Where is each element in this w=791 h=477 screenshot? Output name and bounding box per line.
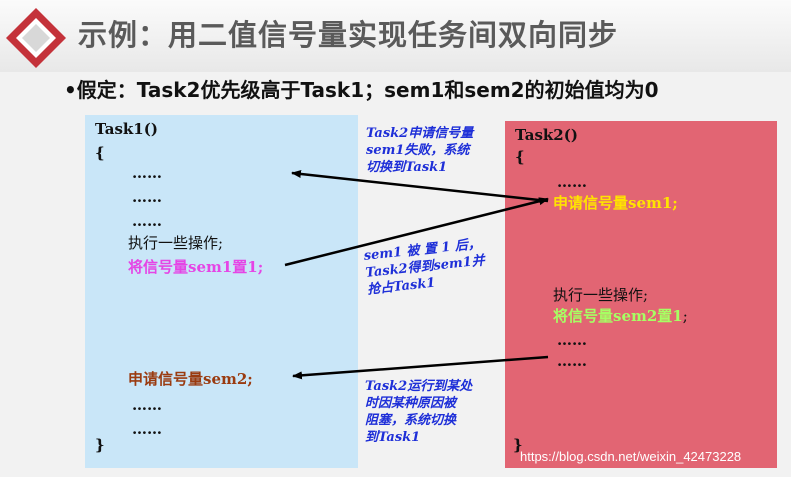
- watermark-url: https://blog.csdn.net/weixin_42473228: [520, 449, 742, 464]
- task2-close-brace: }: [513, 436, 523, 454]
- task1-ellipsis-4: ……: [132, 396, 162, 414]
- task2-ellipsis-2: ……: [557, 331, 587, 349]
- task1-header: Task1(): [95, 120, 158, 138]
- task1-ellipsis-3: ……: [132, 212, 162, 230]
- task1-ellipsis-2: ……: [132, 188, 162, 206]
- assumption-line: •假定：Task2优先级高于Task1；sem1和sem2的初始值均为0: [64, 78, 659, 102]
- task1-close-brace: }: [95, 436, 105, 454]
- task2-set-sem2: 将信号量sem2置1;: [553, 305, 688, 326]
- note-sem1-set: sem1 被 置 1 后， Task2得到sem1并 抢占Task1: [363, 235, 487, 298]
- note-line: sem1失败，系统: [366, 143, 470, 158]
- task2-header: Task2(): [515, 126, 578, 144]
- task1-operation: 执行一些操作;: [128, 234, 224, 252]
- title-bar: [0, 0, 791, 72]
- note-line: Task2运行到某处: [365, 379, 473, 394]
- task2-set-sem2-text: 将信号量sem2置1: [553, 307, 683, 325]
- note-task2-blocked: Task2运行到某处 时因某种原因被 阻塞，系统切换 到Task1: [365, 378, 472, 446]
- task2-open-brace: {: [515, 148, 525, 166]
- task1-set-sem1: 将信号量sem1置1;: [128, 258, 264, 276]
- task1-ellipsis-5: ……: [132, 420, 162, 438]
- task2-ellipsis-3: ……: [557, 352, 587, 370]
- task1-panel: [85, 115, 358, 468]
- task2-ellipsis-1: ……: [557, 173, 587, 191]
- note-line: Task2申请信号量: [366, 126, 474, 141]
- logo-diamond-icon: [6, 8, 66, 68]
- note-line: 阻塞，系统切换: [365, 413, 457, 428]
- task2-request-sem1: 申请信号量sem1;: [553, 194, 678, 212]
- task1-open-brace: {: [95, 144, 105, 162]
- note-line: 到Task1: [365, 430, 421, 445]
- task2-set-sem2-semicolon: ;: [682, 307, 688, 325]
- note-line: 时因某种原因被: [365, 396, 457, 411]
- task2-panel: [505, 121, 777, 468]
- task2-operation: 执行一些操作;: [553, 286, 649, 304]
- task1-request-sem2: 申请信号量sem2;: [128, 368, 253, 389]
- note-line: 切换到Task1: [366, 160, 448, 175]
- task1-ellipsis-1: ……: [132, 164, 162, 182]
- note-task2-request-fail: Task2申请信号量 sem1失败，系统 切换到Task1: [366, 125, 473, 176]
- task1-request-sem2-text: 申请信号量sem2;: [128, 370, 253, 388]
- slide-title: 示例：用二值信号量实现任务间双向同步: [78, 18, 619, 52]
